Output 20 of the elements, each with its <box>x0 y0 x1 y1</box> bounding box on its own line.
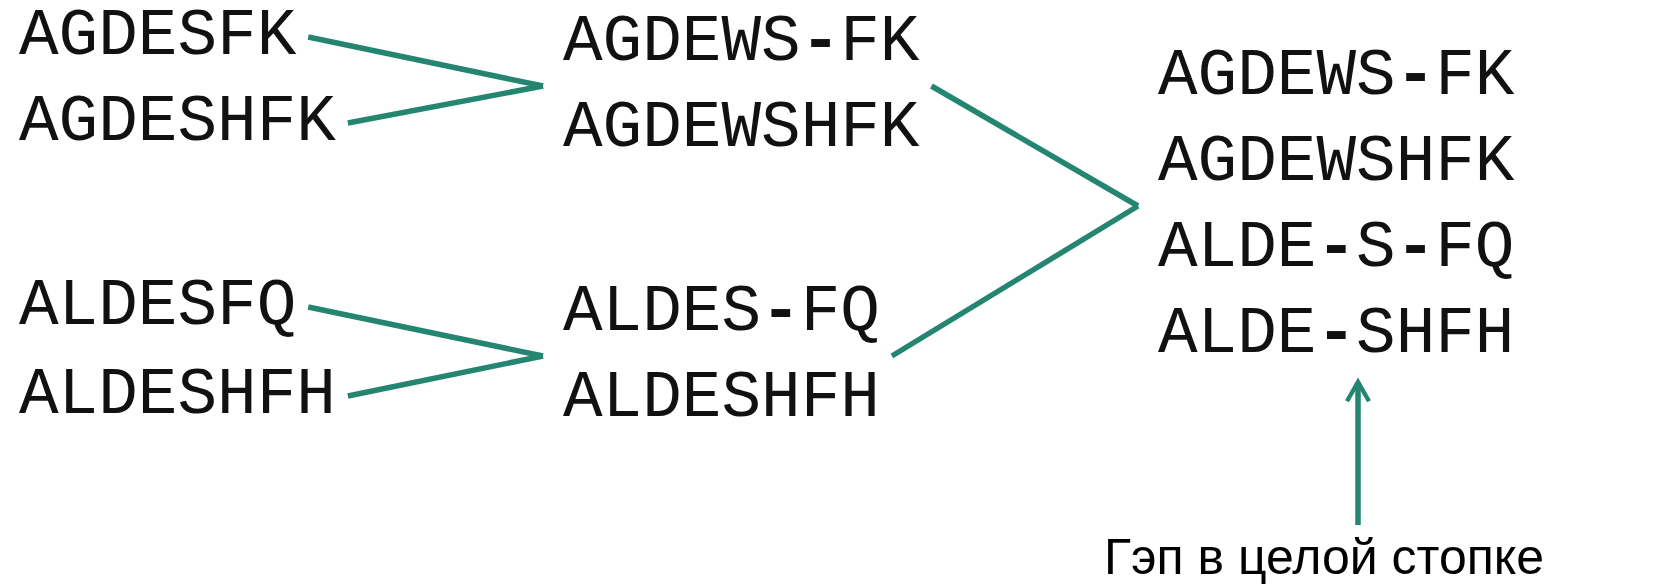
connector-line <box>307 34 544 89</box>
sequence-text: ALDE-SHFH <box>1158 296 1515 374</box>
sequence-text: ALDES-FQ <box>563 274 880 352</box>
connector-line <box>347 83 544 126</box>
connector-line <box>307 304 544 359</box>
sequence-text: ALDESHFH <box>563 360 880 438</box>
sequence-text: AGDESHFK <box>19 84 336 162</box>
connector-line <box>347 353 544 399</box>
sequence-text: AGDEWSHFK <box>563 90 920 168</box>
connector-line <box>930 83 1140 209</box>
sequence-text: ALDESHFH <box>19 357 336 435</box>
annotation-text: Гэп в целой стопке <box>1104 528 1545 587</box>
sequence-text: ALDE-S-FQ <box>1158 210 1515 288</box>
arrow <box>1344 379 1372 525</box>
sequence-text: ALDESFQ <box>19 268 297 346</box>
sequence-text: AGDEWS-FK <box>1158 38 1515 116</box>
connector-line <box>890 203 1140 359</box>
sequence-text: AGDEWS-FK <box>563 4 920 82</box>
sequence-text: AGDEWSHFK <box>1158 124 1515 202</box>
sequence-text: AGDESFK <box>19 0 297 76</box>
